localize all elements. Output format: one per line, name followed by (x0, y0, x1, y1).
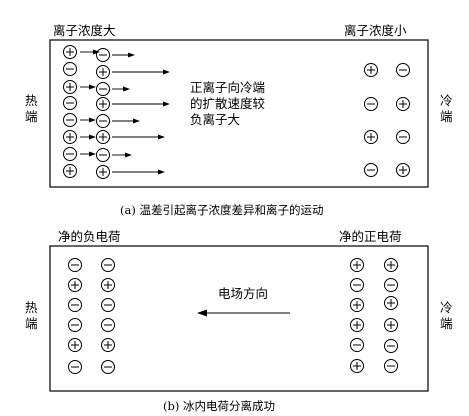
positive-ion-icon (384, 318, 398, 332)
panel-a-box (49, 39, 429, 188)
negative-ion-icon (384, 359, 398, 373)
positive-ion-icon (350, 258, 364, 272)
panel-b-right-top-label: 净的正电荷 (339, 229, 402, 244)
negative-ion-icon (396, 130, 410, 144)
panel-b-caption: (b) 冰内电荷分离成功 (163, 399, 275, 413)
ion-motion-arrow (112, 152, 132, 158)
panel-b-field-label: 电场方向 (218, 286, 268, 301)
negative-ion-icon (63, 147, 77, 161)
ion-motion-arrow (80, 117, 96, 123)
positive-ion-icon (364, 130, 378, 144)
ion-motion-arrow (80, 84, 96, 90)
positive-ion-icon (63, 164, 77, 178)
panel-a-cold-label: 冷端 (440, 93, 453, 124)
ion-motion-arrow (112, 69, 170, 75)
panel-a: 离子浓度大 离子浓度小 热端 冷端 正离子向冷端 的扩散速度较 负离子大 (a)… (25, 23, 453, 217)
negative-ion-icon (68, 318, 82, 332)
positive-ion-icon (364, 63, 378, 77)
negative-ion-icon (96, 114, 110, 128)
negative-ion-icon (364, 97, 378, 111)
negative-ion-icon (101, 360, 115, 374)
panel-b-box (49, 245, 429, 392)
positive-ion-icon (384, 296, 398, 310)
negative-ion-icon (96, 148, 110, 162)
negative-ion-icon (350, 278, 364, 292)
panel-b-left-top-label: 净的负电荷 (58, 229, 121, 244)
negative-ion-icon (396, 63, 410, 77)
positive-ion-icon (384, 258, 398, 272)
negative-ion-icon (384, 278, 398, 292)
negative-ion-icon (63, 113, 77, 127)
positive-ion-icon (96, 97, 110, 111)
negative-ion-icon (350, 338, 364, 352)
ion-motion-arrow (112, 86, 130, 92)
panel-a-center-text: 正离子向冷端 的扩散速度较 负离子大 (190, 80, 266, 127)
positive-ion-icon (68, 278, 82, 292)
positive-ion-icon (63, 80, 77, 94)
positive-ion-icon (350, 359, 364, 373)
panel-a-arrows (80, 49, 170, 175)
negative-ion-icon (68, 258, 82, 272)
negative-ion-icon (384, 339, 398, 353)
positive-ion-icon (63, 130, 77, 144)
panel-a-center-line: 负离子大 (190, 112, 240, 127)
panel-a-center-line: 的扩散速度较 (190, 96, 266, 111)
positive-ion-icon (68, 338, 82, 352)
ion-motion-arrow (80, 134, 96, 140)
ion-motion-arrow (80, 49, 100, 55)
negative-ion-icon (63, 62, 77, 76)
positive-ion-icon (96, 165, 110, 179)
panel-b-hot-label: 热端 (25, 300, 38, 331)
positive-ion-icon (350, 318, 364, 332)
field-direction-arrow (197, 309, 290, 317)
ion-motion-arrow (112, 118, 140, 124)
negative-ion-icon (63, 96, 77, 110)
positive-ion-icon (101, 338, 115, 352)
positive-ion-icon (396, 97, 410, 111)
positive-ion-icon (96, 65, 110, 79)
positive-ion-icon (396, 163, 410, 177)
positive-ion-icon (96, 130, 110, 144)
negative-ion-icon (101, 258, 115, 272)
negative-ion-icon (96, 82, 110, 96)
panel-a-left-top-label: 离子浓度大 (53, 23, 116, 38)
negative-ion-icon (101, 298, 115, 312)
negative-ion-icon (96, 48, 110, 62)
panel-a-ions (63, 45, 410, 179)
negative-ion-icon (364, 163, 378, 177)
panel-b-cold-label: 冷端 (440, 300, 453, 331)
ion-motion-arrow (80, 151, 96, 157)
panel-b: 净的负电荷 净的正电荷 热端 冷端 电场方向 (b) 冰内电荷分离成功 (25, 229, 453, 413)
negative-ion-icon (101, 318, 115, 332)
positive-ion-icon (350, 298, 364, 312)
panel-a-center-line: 正离子向冷端 (190, 80, 265, 95)
positive-ion-icon (101, 278, 115, 292)
negative-ion-icon (68, 360, 82, 374)
panel-a-right-top-label: 离子浓度小 (344, 23, 407, 38)
ion-motion-arrow (112, 101, 170, 107)
panel-a-caption: (a) 温差引起离子浓度差异和离子的运动 (120, 203, 323, 217)
ion-motion-arrow (112, 52, 135, 58)
ion-motion-arrow (112, 134, 165, 140)
panel-a-hot-label: 热端 (25, 93, 38, 124)
panel-b-ions (68, 258, 398, 374)
positive-ion-icon (63, 45, 77, 59)
ion-motion-arrow (112, 169, 165, 175)
negative-ion-icon (68, 298, 82, 312)
